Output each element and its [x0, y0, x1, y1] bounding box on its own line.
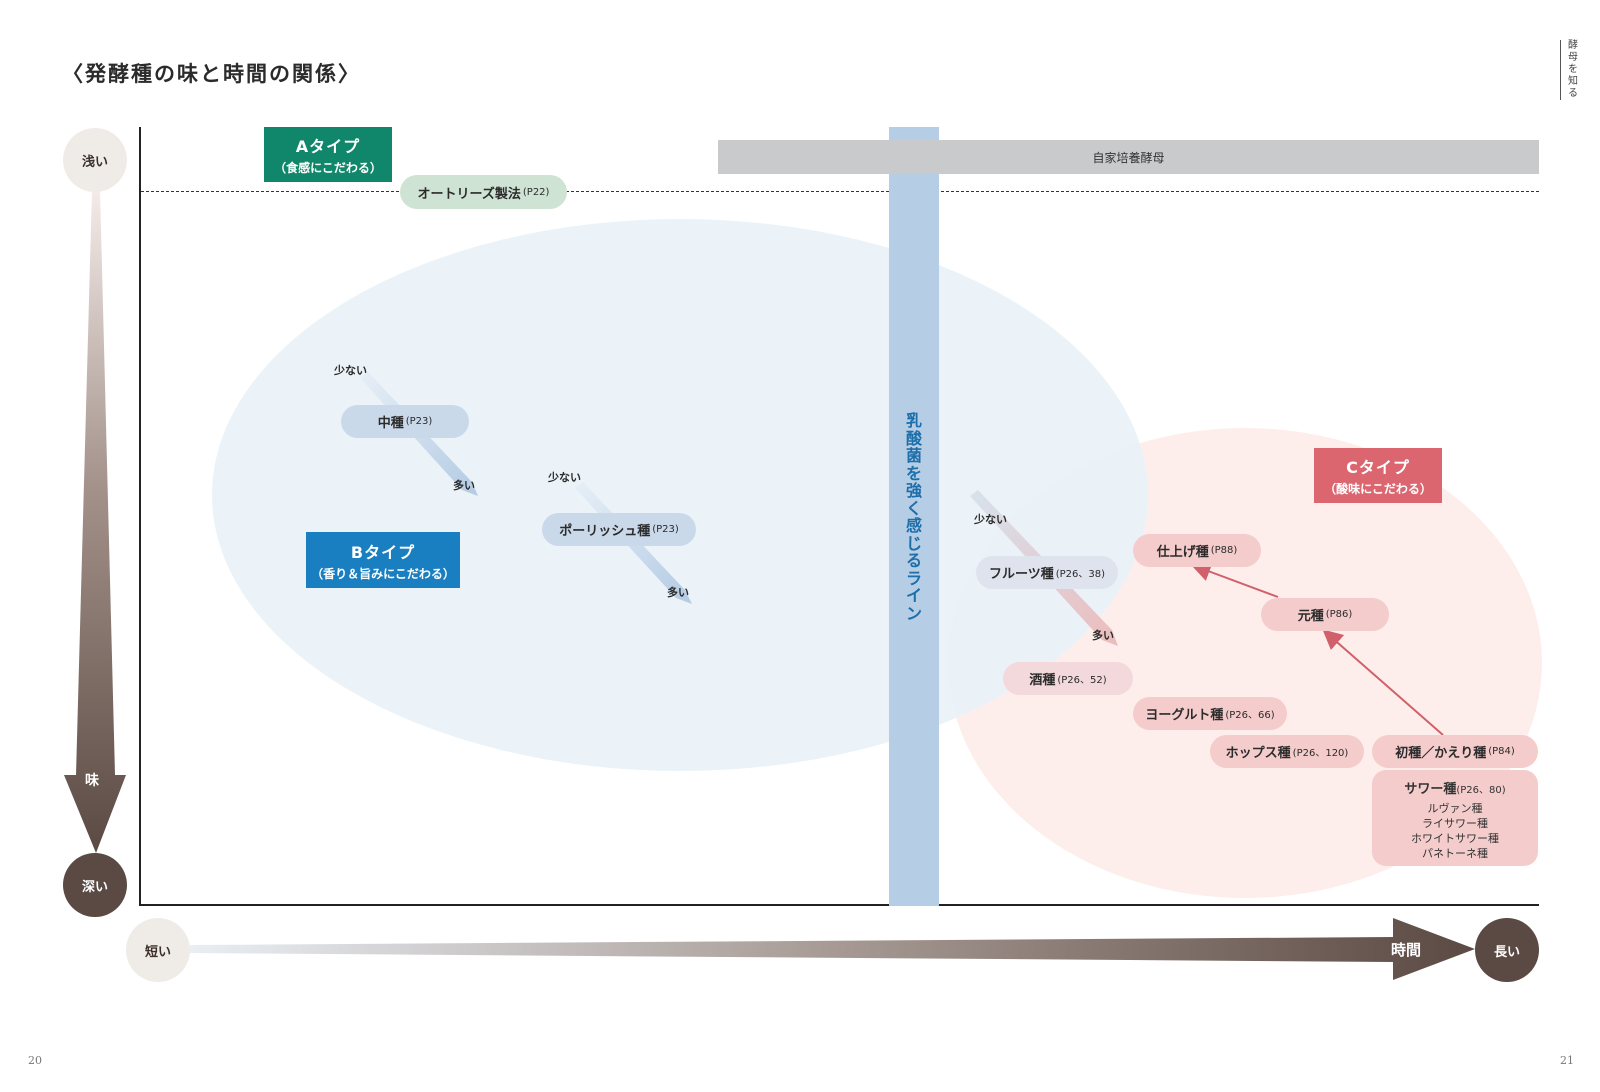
short-label: 短い [126, 918, 190, 982]
lactic-char: 感 [905, 516, 922, 535]
autolyse-name: オートリーズ製法 [417, 186, 521, 202]
nakadane-few-label: 少ない [334, 364, 367, 377]
chapter-tab-char: を [1568, 64, 1578, 75]
poolish-many-label: 多い [667, 586, 689, 599]
lactic-acid-line-label: 乳 酸 菌 を 強 く 感 じ る ラ イ ン [889, 412, 939, 622]
fruit-few-label: 少ない [974, 513, 1007, 526]
type-c-box: Cタイプ （酸味にこだわる） [1314, 448, 1442, 503]
lactic-char: イ [905, 586, 922, 605]
type-b-title: Bタイプ [350, 542, 416, 562]
autolyse-pill: オートリーズ製法(P22) [400, 175, 567, 209]
deep-label: 深い [63, 853, 127, 917]
hatsudane-to-motodane-arrow [1322, 629, 1444, 736]
long-label: 長い [1475, 918, 1539, 982]
shiage-pill: 仕上げ種(P88) [1133, 534, 1261, 567]
motodane-ref: (P86) [1325, 609, 1353, 620]
hops-ref: (P26、120) [1292, 748, 1349, 759]
sake-name: 酒種 [1029, 673, 1056, 688]
lactic-char: 乳 [905, 411, 922, 430]
homemade-yeast-band: 自家培養酵母 [718, 140, 1539, 174]
sour-dough-ref: (P26、80) [1456, 785, 1506, 796]
time-axis-arrow [190, 918, 1475, 980]
lactic-char: ラ [905, 568, 922, 588]
type-a-subtitle: （食感にこだわる） [274, 161, 382, 175]
chapter-tab: 酵 母 を 知 る [1560, 40, 1581, 100]
sour-variant: ライサワー種 [1422, 817, 1488, 830]
type-c-title: Cタイプ [1346, 458, 1410, 477]
poolish-few-label: 少ない [548, 471, 581, 484]
yogurt-name: ヨーグルト種 [1145, 708, 1224, 723]
poolish-name: ポーリッシュ種 [559, 524, 651, 539]
hatsudane-pill: 初種／かえり種(P84) [1372, 735, 1538, 768]
shiage-name: 仕上げ種 [1156, 545, 1209, 560]
autolyse-ref: (P22) [522, 186, 550, 198]
fruit-pill: フルーツ種(P26、38) [976, 556, 1118, 589]
motodane-pill: 元種(P86) [1261, 598, 1389, 631]
type-a-box: Aタイプ （食感にこだわる） [264, 127, 392, 182]
x-axis-line [139, 904, 1539, 906]
fruit-name: フルーツ種 [988, 567, 1054, 582]
sour-dough-box: サワー種(P26、80) ルヴァン種 ライサワー種 ホワイトサワー種 パネトーネ… [1372, 770, 1538, 866]
motodane-to-shiage-arrow [1190, 562, 1279, 598]
lactic-char: ン [905, 603, 922, 623]
poolish-pill: ポーリッシュ種(P23) [542, 513, 696, 546]
lactic-char: 菌 [905, 446, 922, 465]
hatsudane-name: 初種／かえり種 [1395, 746, 1487, 761]
nakadane-ref: (P23) [405, 416, 433, 427]
lactic-char: を [905, 463, 922, 483]
chapter-tab-char: 知 [1568, 76, 1578, 87]
lactic-acid-band [889, 127, 939, 906]
sake-ref: (P26、52) [1057, 675, 1107, 686]
chapter-tab-char: る [1568, 88, 1578, 99]
chapter-tab-char: 母 [1568, 52, 1578, 63]
sour-variant: ルヴァン種 [1427, 802, 1483, 815]
lactic-char: 酸 [905, 428, 922, 448]
nakadane-pill: 中種(P23) [341, 405, 469, 438]
taste-axis-name: 味 [85, 773, 99, 789]
hops-name: ホップス種 [1225, 746, 1291, 761]
type-b-subtitle: （香り＆旨みにこだわる） [311, 566, 455, 581]
lactic-char: く [905, 498, 922, 518]
time-axis-name: 時間 [1391, 941, 1422, 959]
sour-dough-name: サワー種 [1404, 782, 1457, 797]
hops-pill: ホップス種(P26、120) [1210, 735, 1364, 768]
type-c-subtitle: （酸味にこだわる） [1324, 482, 1432, 496]
page-number-left: 20 [28, 1054, 42, 1067]
fruit-many-label: 多い [1092, 629, 1114, 642]
lactic-char: じ [905, 533, 922, 553]
sour-dough-head: サワー種(P26、80) [1372, 778, 1538, 797]
y-axis-line [139, 127, 141, 906]
hatsudane-ref: (P84) [1488, 746, 1515, 757]
lactic-char: る [905, 551, 922, 570]
type-a-title: Aタイプ [295, 137, 361, 156]
yogurt-ref: (P26、66) [1225, 710, 1275, 721]
nakadane-many-label: 多い [453, 479, 475, 492]
shallow-label: 浅い [63, 128, 127, 192]
chapter-tab-char: 酵 [1568, 40, 1578, 51]
page-title: 〈発酵種の味と時間の関係〉 [62, 62, 361, 86]
poolish-ref: (P23) [652, 524, 679, 535]
page-number-right: 21 [1560, 1054, 1574, 1067]
lactic-char: 強 [905, 481, 922, 500]
sour-variant: ホワイトサワー種 [1411, 832, 1499, 845]
yogurt-pill: ヨーグルト種(P26、66) [1133, 697, 1287, 730]
motodane-name: 元種 [1297, 609, 1324, 624]
sake-pill: 酒種(P26、52) [1003, 662, 1133, 695]
taste-axis-arrow [64, 190, 126, 853]
shiage-ref: (P88) [1210, 545, 1238, 556]
fruit-ref: (P26、38) [1055, 569, 1106, 580]
type-b-box: Bタイプ （香り＆旨みにこだわる） [306, 532, 460, 588]
nakadane-name: 中種 [377, 416, 404, 431]
autolyse-dashed-line [141, 191, 1539, 192]
sour-variant: パネトーネ種 [1422, 847, 1488, 860]
